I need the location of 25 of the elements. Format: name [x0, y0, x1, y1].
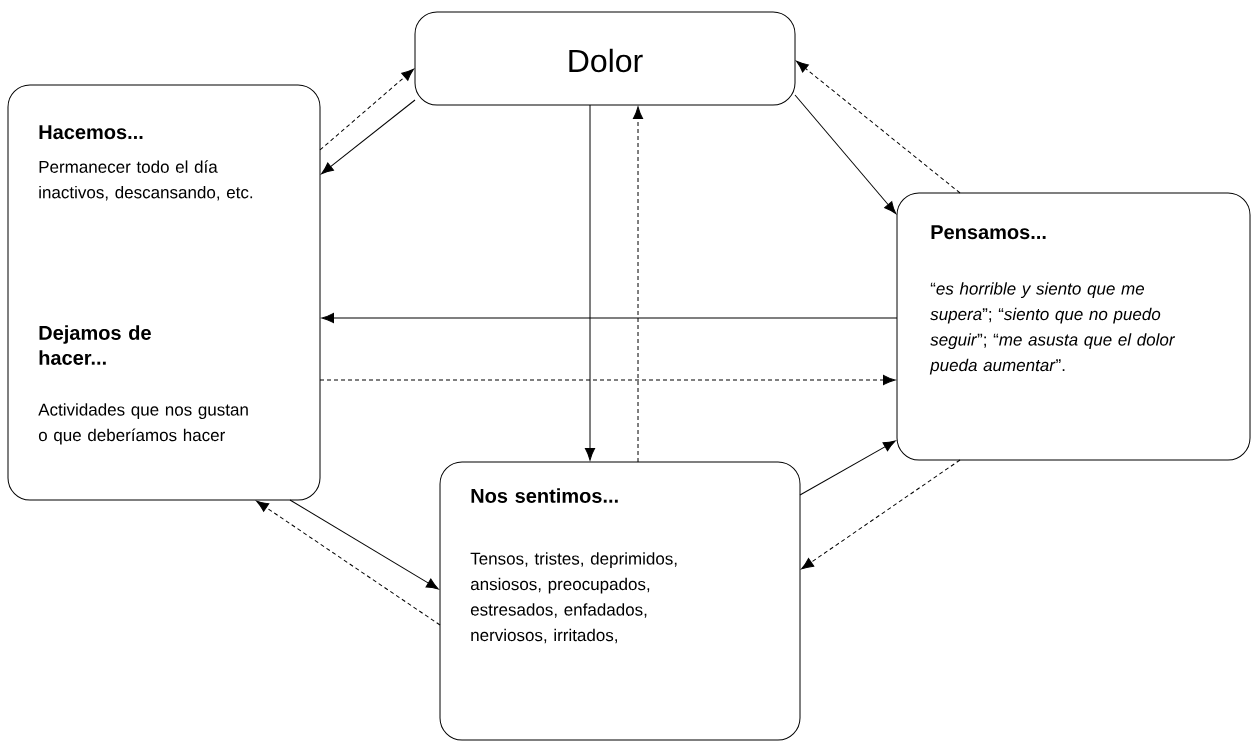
arrow	[794, 94, 897, 214]
box-text: Tensos, tristes, deprimidos, ansiosos, preocupados, estresados, enfadados, nerviosos, irritados,	[470, 552, 677, 644]
arrow	[319, 374, 896, 386]
arrow	[289, 499, 439, 590]
box-heading: Dejamos de hacer...	[39, 325, 151, 365]
box-text: Actividades que nos gustan o que deberíamos hacer	[38, 403, 248, 445]
arrow	[632, 106, 644, 463]
box-heading: Pensamos...	[931, 225, 1046, 240]
box-text: Permanecer todo el día inactivos, descansando, etc.	[39, 160, 253, 201]
arrow	[321, 312, 898, 324]
box-text: “es horrible y siento que me supera”; “siento que no puedo seguir”; “me asusta que el dolor pueda aumentar”.	[929, 282, 1176, 375]
arrow	[799, 440, 896, 496]
arrow	[321, 99, 416, 175]
arrow	[319, 68, 414, 151]
rounded-box	[439, 461, 801, 741]
arrow	[584, 104, 596, 461]
arrow	[801, 459, 961, 570]
box-heading: Nos sentimos...	[471, 488, 618, 503]
box-title: Dolor	[569, 48, 643, 73]
arrow	[256, 500, 441, 626]
arrow	[796, 60, 961, 194]
rounded-box	[896, 192, 1251, 461]
rounded-box	[7, 84, 321, 501]
title-box	[414, 11, 796, 106]
box-heading: Hacemos...	[39, 125, 143, 140]
